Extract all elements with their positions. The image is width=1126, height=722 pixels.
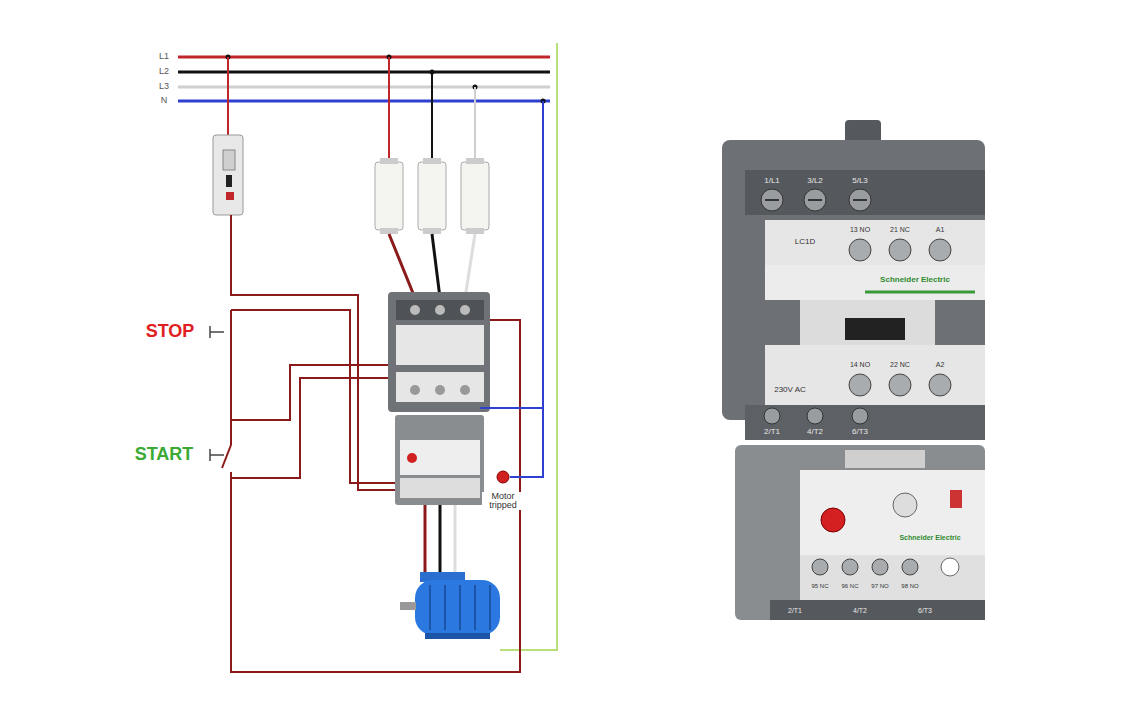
terminal-marking: 2/T1 xyxy=(787,607,803,615)
diagram-label: Motor tripped xyxy=(482,492,524,510)
terminal-marking: 3/L2 xyxy=(806,177,824,186)
terminal-marking: Schneider Electric xyxy=(879,276,951,285)
terminal-marking: 98 NO xyxy=(900,583,919,590)
diagram-label: L2 xyxy=(158,67,170,77)
diagram-label: STOP xyxy=(145,322,196,342)
terminal-marking: 4/T2 xyxy=(806,428,824,437)
terminal-marking: 97 NO xyxy=(870,583,889,590)
terminal-marking: Schneider Electric xyxy=(898,534,961,542)
terminal-marking: 6/T3 xyxy=(917,607,933,615)
terminal-marking: 230V AC xyxy=(773,386,807,395)
terminal-marking: 21 NC xyxy=(889,226,911,234)
terminal-marking: 4/T2 xyxy=(852,607,868,615)
terminal-marking: 5/L3 xyxy=(851,177,869,186)
terminal-marking: 1/L1 xyxy=(763,177,781,186)
terminal-marking: 95 NC xyxy=(810,583,829,590)
terminal-marking: A2 xyxy=(935,361,946,369)
terminal-marking: A1 xyxy=(935,226,946,234)
terminal-marking: 13 NO xyxy=(849,226,871,234)
terminal-marking: 22 NC xyxy=(889,361,911,369)
diagram-label: L3 xyxy=(158,82,170,92)
diagram-label: START xyxy=(134,445,195,465)
terminal-marking: 14 NO xyxy=(849,361,871,369)
terminal-marking: 6/T3 xyxy=(851,428,869,437)
terminal-marking: LC1D xyxy=(794,238,816,247)
terminal-marking: 96 NC xyxy=(840,583,859,590)
diagram-label: N xyxy=(160,96,169,106)
terminal-marking: 2/T1 xyxy=(763,428,781,437)
diagram-label: L1 xyxy=(158,52,170,62)
